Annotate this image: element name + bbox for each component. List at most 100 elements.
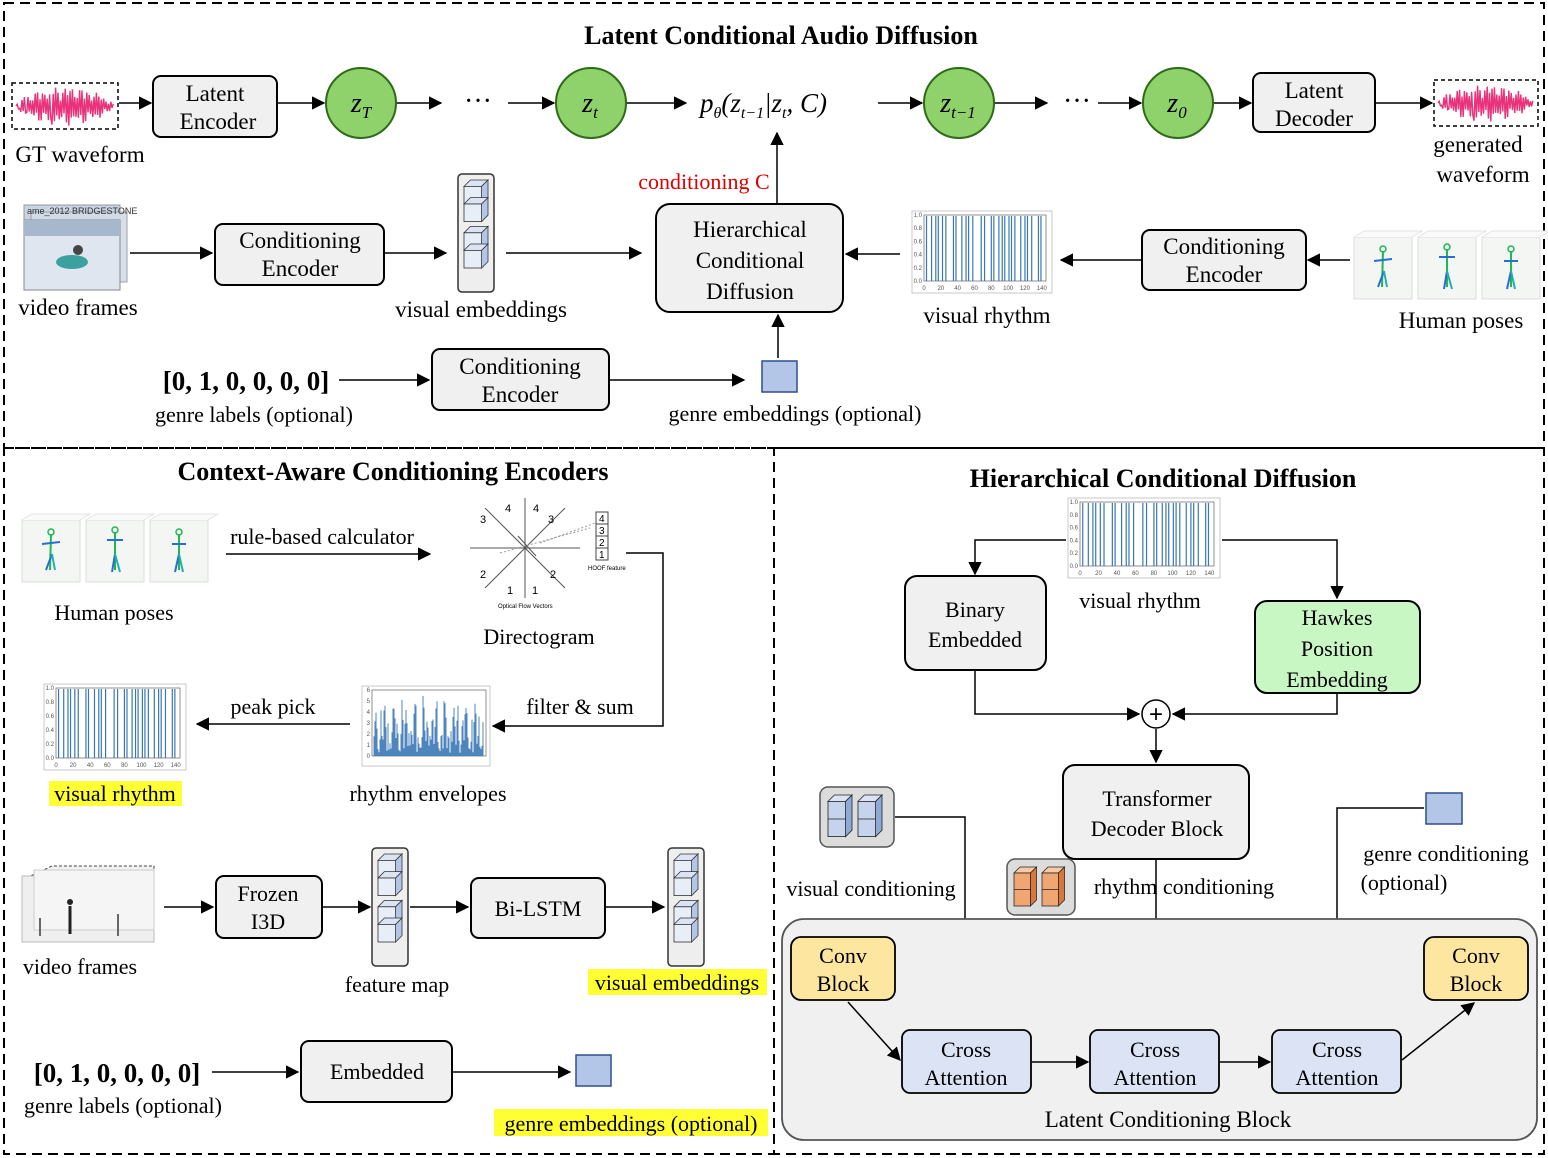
directogram-number: 2 [550, 569, 556, 581]
latent-decoder-label-2: Decoder [1275, 106, 1353, 131]
directogram-figure: 4 4 3 3 2 2 1 1 4 3 2 1 HOOF feature Opt… [470, 498, 626, 610]
rhythm-x-tick: 40 [1114, 571, 1121, 577]
arrow-binary-to-plus [974, 671, 1141, 721]
directogram-number: 3 [480, 514, 486, 526]
left-visual-rhythm-label: visual rhythm [54, 781, 176, 806]
directogram-number: 1 [507, 585, 513, 597]
top-title: Latent Conditional Audio Diffusion [584, 21, 978, 50]
rhythm-x-tick: 0 [922, 286, 926, 292]
feature-map-stack [372, 848, 408, 966]
cross-attention-1 [901, 1029, 1032, 1094]
rhythm-x-tick: 120 [154, 763, 165, 769]
hawkes-box [1254, 600, 1421, 694]
directogram-number: 3 [548, 514, 554, 526]
rhythm-y-tick: 0.4 [1070, 538, 1079, 544]
top-cond-encoder-3-label-2: Encoder [482, 382, 559, 407]
rhythm-conditioning-icon [1006, 858, 1076, 916]
latent-conditioning-block-label: Latent Conditioning Block [1045, 1107, 1292, 1132]
rhythm-x-tick: 20 [1095, 571, 1102, 577]
top-cond-encoder-1-box [214, 223, 385, 286]
rhythm-y-tick: 0.4 [914, 253, 923, 259]
rhythm-y-tick: 0.2 [46, 742, 55, 748]
top-visual-embeddings-label: visual embeddings [395, 297, 567, 322]
top-cond-encoder-3-box [431, 348, 610, 411]
latent-encoder-box [152, 75, 278, 138]
left-genre-embeddings-highlight [494, 1109, 768, 1136]
hawkes-label-1: Hawkes [1302, 605, 1373, 630]
z-0-label: z0 [1166, 88, 1187, 122]
directogram-number: 4 [533, 503, 539, 515]
directogram-caption: Optical Flow Vectors [498, 604, 553, 610]
right-title: Hierarchical Conditional Diffusion [970, 464, 1357, 493]
top-cond-encoder-1-label-2: Encoder [262, 256, 339, 281]
hawkes-label-3: Embedding [1286, 667, 1387, 692]
top-genre-labels: genre labels (optional) [155, 402, 353, 427]
hcd-box [655, 203, 844, 313]
rhythm-x-tick: 80 [1151, 571, 1158, 577]
envelope-y-tick: 0 [367, 754, 371, 760]
rhythm-y-tick: 0.0 [1070, 564, 1079, 570]
rhythm-x-tick: 20 [937, 286, 944, 292]
rhythm-x-tick: 120 [1020, 286, 1031, 292]
left-visual-embeddings-highlight [588, 969, 767, 995]
rhythm-x-tick: 140 [1204, 571, 1215, 577]
rhythm-x-tick: 140 [171, 763, 182, 769]
cross-attention-2-label-1: Cross [1130, 1037, 1180, 1062]
conv-block-left [790, 936, 896, 1001]
right-panel [773, 447, 1545, 1155]
left-genre-vector: [0, 1, 0, 0, 0, 0] [34, 1058, 200, 1088]
embedded-box [300, 1040, 453, 1103]
ellipsis-1: ··· [464, 86, 492, 117]
right-visual-rhythm-label: visual rhythm [1079, 588, 1201, 613]
rhythm-x-tick: 100 [137, 763, 148, 769]
arrow-filter-sum [491, 552, 664, 733]
z-T-node [325, 67, 397, 139]
bi-lstm-label: Bi-LSTM [495, 896, 582, 921]
rhythm-y-tick: 1.0 [46, 686, 55, 692]
directogram-stack-number: 4 [599, 514, 605, 525]
rhythm-x-tick: 140 [1037, 286, 1048, 292]
ellipsis-2: ··· [1063, 86, 1091, 117]
rhythm-x-tick: 60 [971, 286, 978, 292]
left-genre-labels: genre labels (optional) [24, 1093, 222, 1118]
rhythm-y-tick: 1.0 [1070, 500, 1079, 506]
directogram-number: 2 [480, 569, 486, 581]
rhythm-x-tick: 100 [1003, 286, 1014, 292]
latent-encoder-label-2: Encoder [180, 109, 257, 134]
conv-block-right-label-2: Block [1450, 971, 1503, 996]
arrow-hawkes-to-plus [1171, 694, 1338, 721]
rhythm-x-tick: 0 [54, 763, 58, 769]
video-thumb-text: ame_2012 BRIDGESTONE [27, 206, 137, 216]
rhythm-y-tick: 0.2 [914, 266, 923, 272]
arrow-rhythm-to-binary [968, 539, 1066, 576]
arrow-conv-to-cross1 [847, 1001, 901, 1062]
rhythm-x-tick: 120 [1186, 571, 1197, 577]
top-cond-encoder-3-label-1: Conditioning [459, 354, 581, 379]
directogram-stack-number: 2 [599, 538, 605, 549]
latent-decoder-label-1: Latent [1285, 78, 1344, 103]
gt-waveform [11, 82, 119, 130]
directogram-number: 1 [532, 585, 538, 597]
top-cond-encoder-2-label-2: Encoder [1186, 262, 1263, 287]
rhythm-y-tick: 0.6 [1070, 526, 1079, 532]
rhythm-y-tick: 0.6 [914, 239, 923, 245]
left-human-poses [21, 513, 219, 583]
frozen-i3d-label-1: Frozen [237, 881, 298, 906]
binary-embedded-label-1: Binary [945, 597, 1005, 622]
top-human-poses [1353, 230, 1548, 300]
z-t-node [555, 67, 627, 139]
generated-waveform-label-2: waveform [1436, 162, 1529, 187]
top-video-frames: ame_2012 BRIDGESTONE [23, 204, 137, 291]
cross-attention-3-label-1: Cross [1312, 1037, 1362, 1062]
top-genre-embeddings-label: genre embeddings (optional) [669, 401, 922, 426]
rhythm-y-tick: 0.4 [46, 728, 55, 734]
rhythm-x-tick: 60 [1132, 571, 1139, 577]
rhythm-y-tick: 1.0 [914, 213, 923, 219]
rhythm-x-tick: 100 [1167, 571, 1178, 577]
z-t-label: zt [581, 88, 599, 122]
envelope-y-tick: 2 [367, 732, 371, 738]
